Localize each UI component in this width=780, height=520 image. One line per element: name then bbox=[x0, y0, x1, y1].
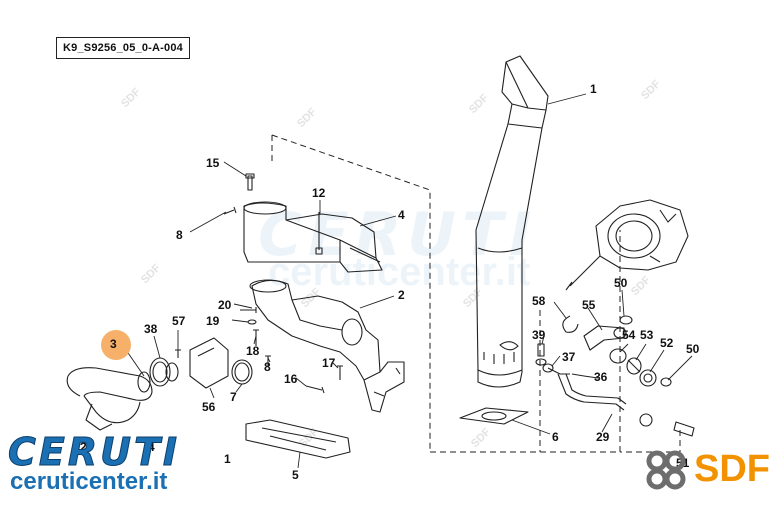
callout-c12: 12 bbox=[312, 186, 326, 200]
elbow-pipe-part-4 bbox=[243, 201, 383, 273]
exhaust-tailpipe-part-1 bbox=[475, 55, 549, 388]
screw-part-12 bbox=[315, 212, 323, 255]
callout-c6: 6 bbox=[552, 430, 559, 444]
bolt-part-8b bbox=[265, 355, 271, 366]
callout-c4: 4 bbox=[398, 208, 405, 222]
callout-c57: 57 bbox=[172, 314, 186, 328]
bolt-part-15 bbox=[245, 173, 255, 191]
o-ring-part-7 bbox=[231, 359, 253, 385]
bracket-part-5 bbox=[245, 419, 351, 459]
heat-shield-part-56 bbox=[189, 337, 229, 389]
callout-c54: 54 bbox=[622, 328, 636, 342]
callout-c2: 2 bbox=[398, 288, 405, 302]
ceruticenter-url: ceruticenter.it bbox=[10, 468, 168, 495]
callout-c36: 36 bbox=[594, 370, 608, 384]
callout-c37: 37 bbox=[562, 350, 576, 364]
callout-c58: 58 bbox=[532, 294, 546, 308]
coupling-part-54 bbox=[609, 348, 627, 364]
clamp-part-38 bbox=[149, 357, 171, 387]
clip-part-36 bbox=[571, 373, 585, 377]
ceruticenter-watermark: ceruticenter.it bbox=[268, 250, 531, 294]
callout-c50b: 50 bbox=[686, 342, 700, 356]
elbow-manifold-part-2 bbox=[249, 279, 405, 413]
bolt-part-20 bbox=[240, 307, 257, 313]
callout-c2b: 2 bbox=[80, 440, 87, 454]
callout-c53: 53 bbox=[640, 328, 654, 342]
air-cleaner-unit-part-51 bbox=[565, 199, 689, 291]
small-tube-part-51b bbox=[639, 413, 695, 437]
callout-c5: 5 bbox=[292, 468, 299, 482]
callout-c20: 20 bbox=[218, 298, 232, 312]
sdf-gear-logo-icon bbox=[646, 450, 686, 490]
sdf-logo-text: SDF bbox=[694, 448, 770, 490]
nut-part-53 bbox=[626, 357, 642, 375]
callout-c15: 15 bbox=[206, 156, 220, 170]
callout-c55: 55 bbox=[582, 298, 596, 312]
fitting-part-39 bbox=[535, 343, 547, 366]
callout-c1b: 1 bbox=[224, 452, 231, 466]
callout-c50a: 50 bbox=[614, 276, 628, 290]
screw-part-57 bbox=[165, 349, 181, 382]
bolt-part-17 bbox=[337, 365, 343, 380]
reference-code-label: K9_S9256_05_0-A-004 bbox=[56, 37, 190, 59]
callout-c38: 38 bbox=[144, 322, 158, 336]
circlip-part-58 bbox=[562, 315, 579, 333]
ceruti-watermark: CERUTI bbox=[258, 200, 538, 270]
pipe-part-29 bbox=[557, 373, 627, 411]
grommet-part-52 bbox=[639, 369, 657, 387]
clamp-part-50b bbox=[660, 377, 672, 387]
assembly-outline-dashed bbox=[271, 134, 681, 453]
callout-c8a: 8 bbox=[176, 228, 183, 242]
leader-lines bbox=[125, 93, 693, 469]
hose-part-37 bbox=[542, 363, 570, 375]
flexible-pipe-part-3 bbox=[66, 367, 153, 431]
callout-c8b: 8 bbox=[264, 360, 271, 374]
callout-c3: 3 bbox=[110, 337, 117, 351]
callout-c1: 1 bbox=[590, 82, 597, 96]
callout-c52: 52 bbox=[660, 336, 674, 350]
washer-part-19 bbox=[247, 319, 257, 325]
bent-tube-part-55 bbox=[583, 325, 627, 351]
callout-c17: 17 bbox=[322, 356, 336, 370]
bolt-part-16 bbox=[305, 385, 325, 394]
bolt-part-8a bbox=[223, 206, 237, 215]
callout-c16: 16 bbox=[284, 372, 298, 386]
gasket-part-6 bbox=[459, 407, 529, 425]
callout-c39: 39 bbox=[532, 328, 546, 342]
callout-c7: 7 bbox=[230, 390, 237, 404]
clamp-part-50a bbox=[619, 315, 633, 325]
callout-c4b: 4 bbox=[148, 440, 155, 454]
ceruti-logo: CERUTI bbox=[7, 430, 181, 475]
highlight-callout-circle bbox=[101, 330, 131, 360]
bolt-part-18 bbox=[253, 329, 259, 346]
callout-c18: 18 bbox=[246, 344, 260, 358]
callout-c56: 56 bbox=[202, 400, 216, 414]
callout-c19: 19 bbox=[206, 314, 220, 328]
callout-c29: 29 bbox=[596, 430, 610, 444]
